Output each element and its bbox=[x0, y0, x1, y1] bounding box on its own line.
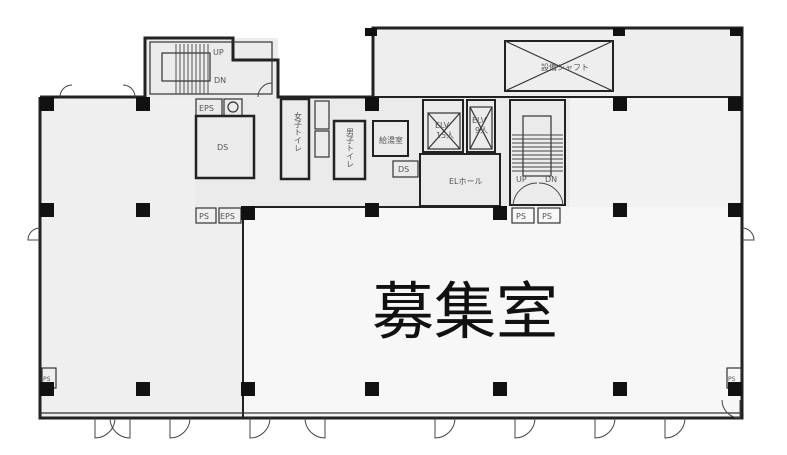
east-stair-up-label: UP bbox=[516, 175, 527, 184]
elevator-1: ELV 15人 bbox=[422, 99, 464, 153]
womens-toilet-label: 女子トイレ bbox=[294, 111, 303, 152]
east-stair: UP DN bbox=[509, 99, 566, 206]
kitchenette-label: 給湯室 bbox=[379, 135, 403, 145]
east-stair-down-label: DN bbox=[545, 175, 557, 184]
north-stair-area bbox=[145, 38, 278, 97]
core-rooms: EPS DS 女子トイレ 男子トイレ 給湯室 DS ELV 15人 ELV 9人 bbox=[194, 97, 566, 224]
ps-right-1-label: PS bbox=[516, 212, 526, 221]
eps-label: EPS bbox=[199, 104, 214, 113]
ps-west-label: PS bbox=[43, 376, 51, 383]
east-office-area bbox=[570, 97, 742, 207]
ps-right-2-label: PS bbox=[542, 212, 552, 221]
stair-up-label: UP bbox=[213, 48, 224, 57]
eps-left-label: EPS bbox=[220, 212, 235, 221]
equipment-wing bbox=[373, 28, 742, 97]
elevator-hall-label: ELホール bbox=[449, 177, 483, 186]
core-area bbox=[195, 97, 570, 207]
structural-columns bbox=[40, 28, 742, 396]
mens-toilet-label: 男子トイレ bbox=[346, 128, 355, 168]
entrance-doors bbox=[27, 82, 755, 439]
ds-core-label: DS bbox=[398, 165, 409, 174]
vacant-office-area bbox=[243, 205, 742, 418]
stair-down-label: DN bbox=[214, 76, 226, 85]
elevator-2-label: ELV bbox=[472, 116, 487, 125]
elevator-2: ELV 9人 bbox=[466, 99, 496, 153]
equipment-shaft: 設備シャフト bbox=[504, 40, 614, 92]
ds-label: DS bbox=[217, 143, 228, 152]
elevator-2-capacity: 9人 bbox=[475, 126, 488, 135]
vacant-room-label: 募集室 bbox=[372, 275, 558, 348]
pipe-shaft-icon bbox=[227, 101, 239, 113]
north-stair: UP DN bbox=[149, 41, 273, 95]
ps-left-label: PS bbox=[199, 212, 209, 221]
elevator-1-label: ELV bbox=[435, 121, 450, 130]
equipment-shaft-label: 設備シャフト bbox=[541, 62, 589, 72]
elevator-1-capacity: 15人 bbox=[436, 131, 454, 140]
ps-east-label: PS bbox=[728, 376, 736, 383]
